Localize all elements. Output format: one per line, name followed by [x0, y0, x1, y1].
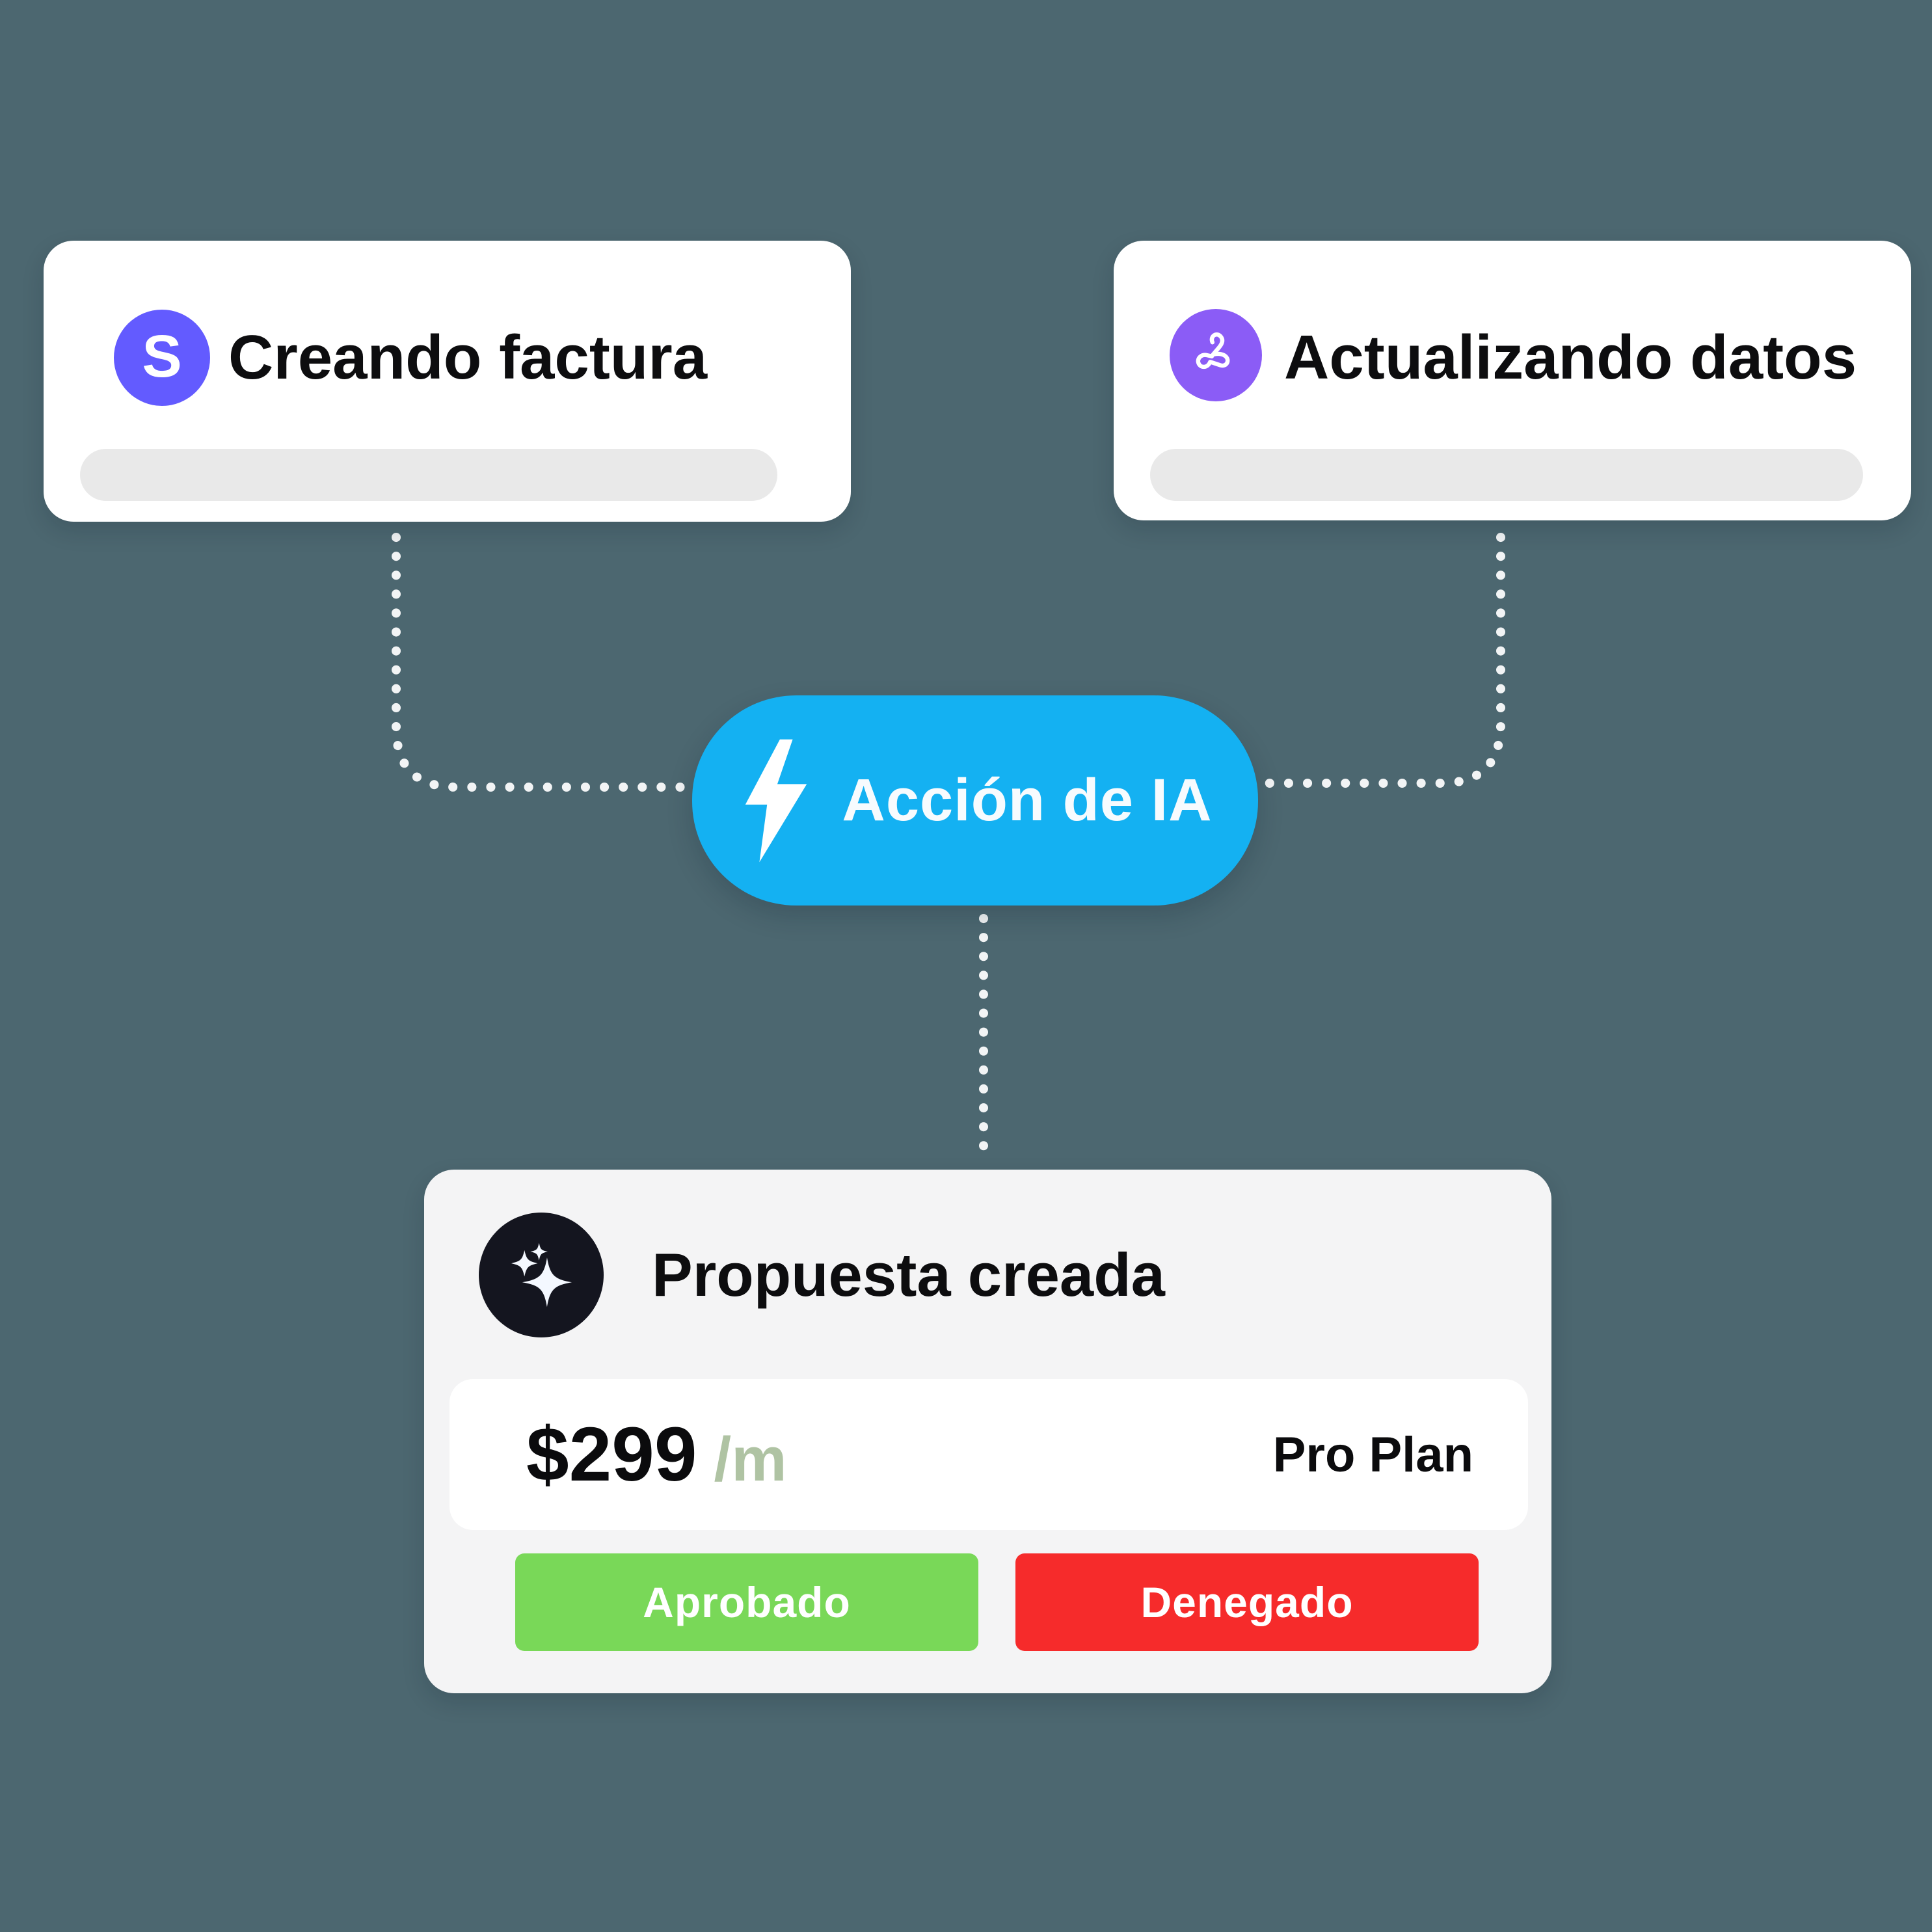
node-creating-invoice: S Creando factura — [44, 241, 851, 522]
node-proposal-created: Propuesta creada $299 /m Pro Plan Aproba… — [424, 1170, 1551, 1693]
stripe-s-icon: S — [114, 310, 210, 406]
approve-button[interactable]: Aprobado — [515, 1553, 978, 1651]
price-value: $299 — [526, 1412, 697, 1497]
proposal-title: Propuesta creada — [652, 1241, 1165, 1309]
price-card: $299 /m Pro Plan — [449, 1379, 1528, 1530]
plan-name: Pro Plan — [1272, 1427, 1473, 1483]
lightning-bolt-icon — [745, 739, 807, 862]
stripe-letter: S — [142, 323, 182, 390]
connector-left-dotted — [392, 533, 689, 792]
progress-bar — [1150, 449, 1863, 501]
triangle-loop-icon — [1170, 309, 1262, 401]
progress-bar — [80, 449, 777, 501]
connector-right-dotted — [1261, 533, 1505, 788]
deny-button[interactable]: Denegado — [1015, 1553, 1479, 1651]
sparkles-icon — [479, 1213, 604, 1337]
price-period: /m — [714, 1425, 787, 1494]
node-title: Creando factura — [228, 323, 708, 392]
node-updating-data: Actualizando datos — [1114, 241, 1911, 520]
ai-action-pill: Acción de IA — [692, 695, 1258, 906]
price-group: $299 /m — [526, 1410, 787, 1499]
node-title: Actualizando datos — [1284, 323, 1857, 392]
ai-action-label: Acción de IA — [842, 767, 1213, 833]
